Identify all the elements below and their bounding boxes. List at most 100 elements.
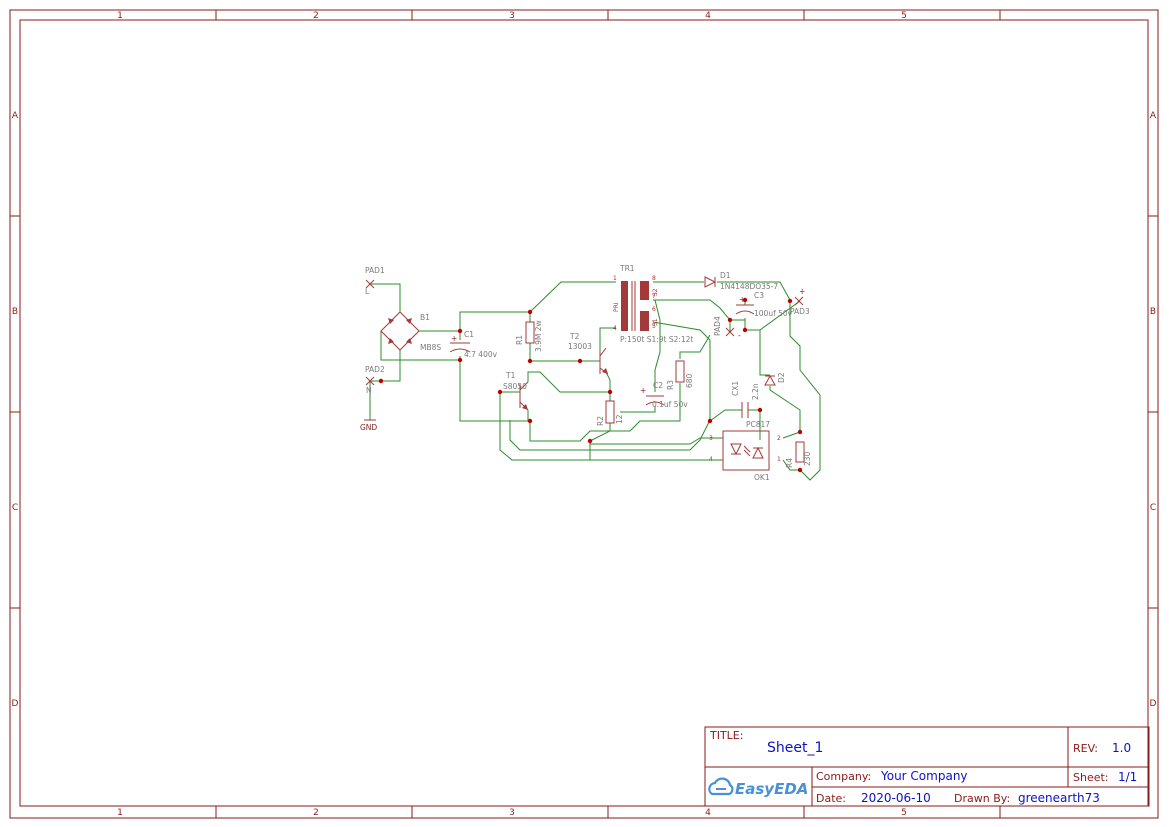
column-label: 3	[509, 11, 515, 21]
tr1-winding: S2	[652, 288, 659, 296]
column-label: 5	[901, 11, 907, 21]
ground-symbol: GND	[360, 419, 377, 432]
junction-dot	[707, 418, 713, 424]
r1-ref: R1	[515, 335, 524, 345]
junction-dot	[457, 328, 463, 334]
tr1-winding: S1	[652, 318, 659, 326]
row-label: A	[12, 111, 19, 121]
pad3-ref: PAD3	[790, 307, 810, 316]
column-label: 4	[705, 11, 711, 21]
pad2-ref: PAD2	[365, 365, 385, 374]
r4-ref: R4	[785, 458, 794, 468]
c3-ref: C3	[754, 291, 764, 300]
date-label: Date:	[816, 792, 846, 805]
r1-value: 3.9M 2w	[534, 320, 543, 352]
pad3-polarity: +	[799, 287, 805, 296]
t2-value: 13003	[568, 342, 592, 351]
capacitor-c3: + C3 100uf 50v	[735, 291, 793, 318]
ok1-pin: 1	[777, 456, 781, 463]
title-label: TITLE:	[709, 729, 743, 742]
rev-label: REV:	[1073, 742, 1098, 755]
junction-dot	[742, 297, 748, 303]
junction-dot	[607, 389, 613, 395]
pad1-ref: PAD1	[365, 266, 385, 275]
drawn-by-value: greenearth73	[1018, 791, 1100, 805]
column-label: 1	[117, 11, 123, 21]
tr1-winding: PRI	[613, 302, 620, 312]
company-label: Company:	[816, 770, 871, 783]
t2-ref: T2	[569, 332, 580, 341]
junction-dot	[797, 467, 803, 473]
junction-dot	[457, 357, 463, 363]
capacitor-c2: + C2 0.1uf 50v	[640, 381, 688, 409]
row-label: B	[12, 307, 18, 317]
pad2-net: N	[366, 386, 372, 395]
sheet-value: 1/1	[1118, 770, 1137, 784]
c3-value: 100uf 50v	[754, 309, 793, 318]
tr1-ref: TR1	[619, 264, 635, 273]
c1-ref: C1	[464, 330, 474, 339]
resistor-r3: R3 680	[666, 360, 694, 390]
ok1-value: PC817	[746, 420, 770, 429]
capacitor-c1: + C1 4.7 400v	[449, 330, 498, 359]
resistor-r1: R1 3.9M 2w	[515, 320, 543, 352]
ok1-pin: 3	[709, 435, 713, 442]
row-label: C	[1150, 503, 1156, 513]
junction-dot	[577, 358, 583, 364]
pad4-ref: PAD4	[713, 316, 722, 336]
diode-d1: D1 1N4148DO35-7	[704, 271, 778, 291]
cx1-ref: CX1	[731, 381, 740, 396]
c1-value: 4.7 400v	[464, 350, 498, 359]
bridge-rectifier-b1: B1 MB8S	[380, 311, 441, 352]
tr1-pin: 7	[652, 293, 656, 300]
row-label: D	[1150, 699, 1157, 709]
junction-dot	[757, 407, 763, 413]
brand-name: EasyEDA	[735, 780, 808, 798]
ok1-ref: OK1	[754, 473, 770, 482]
junction-dot	[727, 317, 733, 323]
optocoupler-ok1: PC817 OK1 3 4 2 1	[709, 420, 781, 482]
tr1-pin: 4	[613, 325, 617, 332]
transistor-t2: T2 13003	[568, 332, 609, 375]
ok1-pin: 4	[709, 456, 713, 463]
easyeda-logo: EasyEDA	[708, 777, 808, 798]
tr1-pin: 6	[652, 306, 656, 313]
row-label: B	[1150, 307, 1156, 317]
pad2-connector: PAD2 N	[365, 365, 385, 395]
cloud-icon	[708, 777, 734, 796]
title-value: Sheet_1	[767, 740, 823, 756]
c3-plus: +	[739, 295, 745, 304]
date-value: 2020-06-10	[861, 791, 931, 805]
column-label: 1	[117, 808, 123, 818]
b1-value: MB8S	[420, 343, 441, 352]
pad4-polarity: -	[738, 331, 741, 340]
b1-ref: B1	[420, 313, 430, 322]
pad1-connector: PAD1 L	[365, 266, 385, 296]
row-label: D	[12, 699, 19, 709]
ok1-pin: 2	[777, 435, 781, 442]
row-label: C	[12, 503, 18, 513]
sheet-label: Sheet:	[1073, 771, 1109, 784]
t1-ref: T1	[505, 371, 516, 380]
column-label: 2	[313, 808, 319, 818]
d2-ref: D2	[777, 372, 786, 383]
resistor-r2: R2 12	[596, 400, 624, 426]
r2-value: 12	[615, 414, 624, 424]
tr1-pin: 1	[613, 275, 617, 282]
r3-ref: R3	[666, 380, 675, 390]
resistor-r4: R4 230	[785, 441, 812, 468]
tr1-pin: 5	[652, 323, 656, 330]
column-label: 2	[313, 11, 319, 21]
r2-ref: R2	[596, 416, 605, 426]
tr1-pin: 8	[652, 275, 656, 282]
junction-dot	[797, 429, 803, 435]
junction-dot	[527, 358, 533, 364]
d1-ref: D1	[720, 271, 731, 280]
t1-value: S8050	[503, 382, 527, 391]
junction-dot	[587, 438, 593, 444]
junction-dot	[378, 378, 384, 384]
d1-value: 1N4148DO35-7	[720, 282, 778, 291]
title-block: TITLE: Sheet_1 REV: 1.0 Company: Your Co…	[704, 726, 1150, 807]
junction-dot	[742, 327, 748, 333]
